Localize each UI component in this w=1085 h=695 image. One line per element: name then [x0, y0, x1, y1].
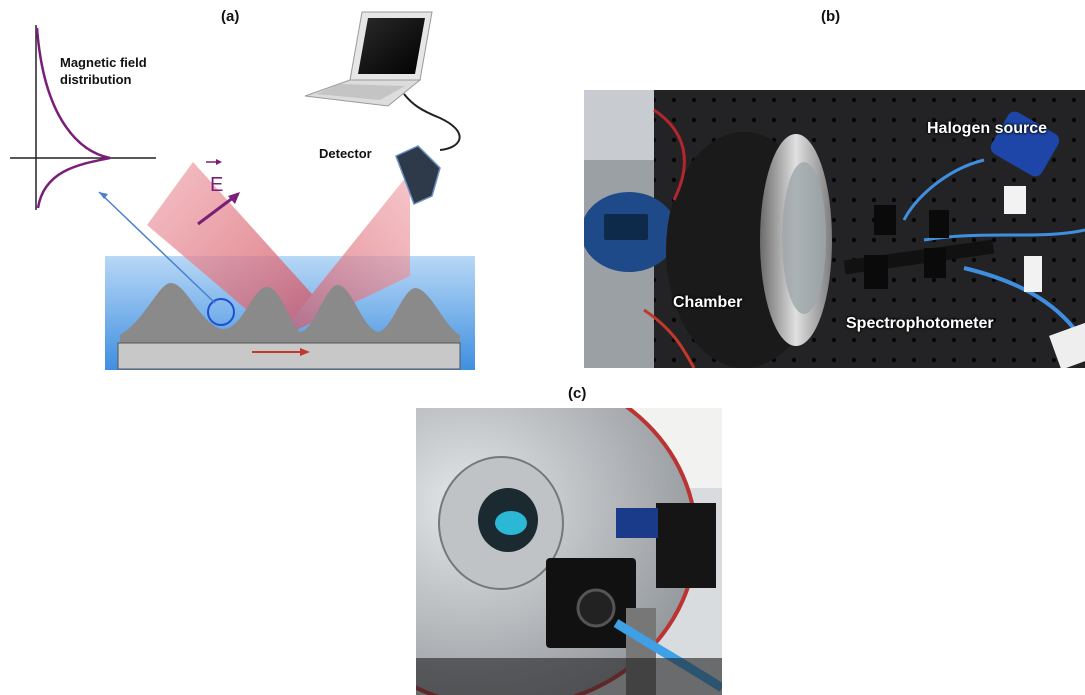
- field-label-line1: Magnetic field: [60, 55, 147, 70]
- substrate-arrow-head: [300, 348, 310, 356]
- detector-icon: [395, 145, 441, 206]
- e-vector-head: [228, 192, 240, 204]
- optics-mount-2: [929, 210, 949, 238]
- e-overarrow-head: [216, 159, 222, 165]
- blue-fiber-1: [902, 158, 985, 221]
- blue-fiber-3: [963, 266, 1081, 337]
- zoom-arrow: [98, 191, 216, 304]
- optics-mount-1: [874, 205, 896, 235]
- panel-a-diagram: [10, 11, 475, 370]
- halogen-source: [990, 111, 1060, 177]
- white-label-1: [1004, 186, 1026, 214]
- blue-sample: [495, 511, 527, 535]
- panel-b-photo: [584, 90, 1085, 368]
- laptop-icon: [304, 11, 433, 107]
- panel-c-label: (c): [568, 385, 587, 402]
- field-label-line2: distribution: [60, 72, 132, 87]
- halogen-label: Halogen source: [927, 120, 1048, 137]
- panel-a-label: (a): [221, 8, 240, 25]
- panel-c-photo: [416, 408, 722, 695]
- back-mount: [656, 503, 716, 588]
- optics-mount-3: [864, 255, 888, 289]
- spectro-box: [1049, 322, 1085, 368]
- field-label: Magnetic field distribution: [60, 54, 147, 88]
- field-curve: [35, 27, 111, 209]
- highlight-circle: [207, 298, 235, 326]
- panel-b-label: (b): [821, 8, 841, 25]
- table-base: [416, 658, 722, 695]
- e-label: E: [210, 174, 224, 196]
- chamber-window: [782, 162, 826, 314]
- reflected-beam: [280, 172, 410, 338]
- detector-cable: [403, 93, 461, 151]
- spectro-label: Spectrophotometer: [846, 315, 994, 332]
- optic-lens: [576, 588, 616, 628]
- substrate: [117, 342, 461, 370]
- optics-mount-4: [924, 248, 946, 278]
- zoom-arrow-head: [99, 192, 108, 199]
- blue-block: [616, 508, 658, 538]
- white-label-2: [1024, 256, 1042, 292]
- red-wire-2: [643, 308, 696, 368]
- red-wire: [653, 108, 686, 201]
- grating-ridges: [120, 282, 460, 343]
- detector-label: Detector: [319, 146, 372, 161]
- chamber-label: Chamber: [673, 294, 743, 311]
